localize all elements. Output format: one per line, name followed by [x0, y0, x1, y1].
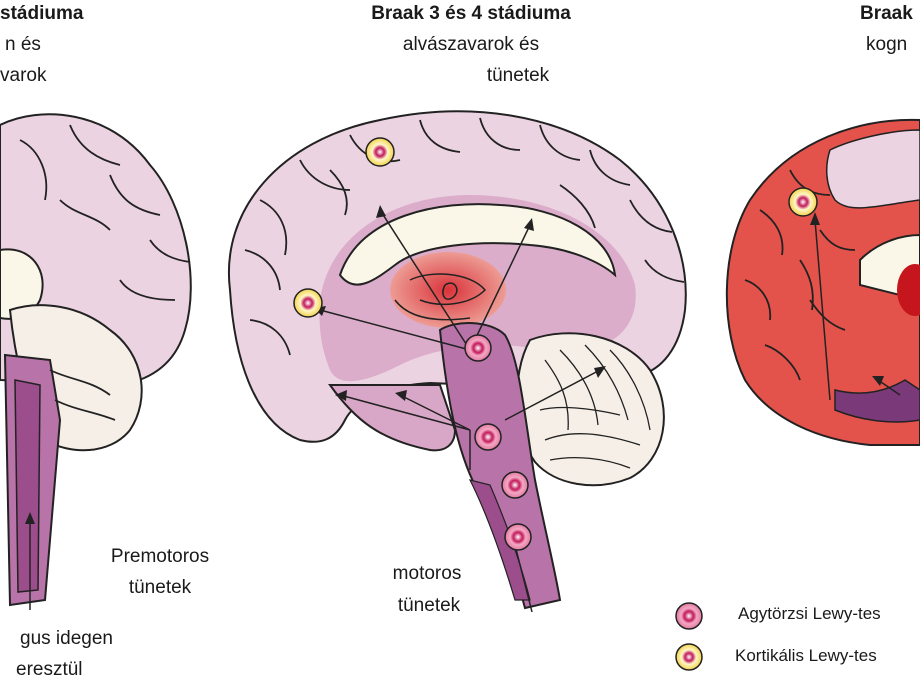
- middle-desc-line2: tünetek: [486, 65, 550, 86]
- left-desc-line1: n és: [5, 34, 41, 55]
- vagus-label-line2: eresztül: [16, 659, 83, 680]
- legend-symbols: [675, 602, 703, 671]
- cortical-lewy-icon: [675, 643, 703, 671]
- left-title: stádiuma: [0, 3, 84, 24]
- premotor-label-line2: tünetek: [128, 577, 192, 598]
- middle-title: Braak 3 és 4 stádiuma: [371, 3, 571, 24]
- brainstem-lewy-icon: [675, 602, 703, 630]
- premotor-label-line1: Premotoros: [110, 546, 210, 567]
- left-desc-line2: varok: [0, 65, 47, 86]
- right-brain: [725, 118, 920, 446]
- motor-label-line1: motoros: [392, 563, 462, 584]
- right-desc-line1: kogn: [866, 34, 908, 55]
- legend-cortical-label: Kortikális Lewy-tes: [735, 646, 877, 665]
- left-brain: [0, 113, 192, 610]
- vagus-label-line1: gus idegen: [20, 628, 113, 649]
- right-title: Braak: [860, 3, 913, 24]
- legend-brainstem-label: Agytörzsi Lewy-tes: [738, 604, 881, 623]
- motor-label-line2: tünetek: [397, 595, 461, 616]
- middle-desc-line1: alvászavarok és: [402, 34, 540, 55]
- middle-brain: [227, 110, 687, 613]
